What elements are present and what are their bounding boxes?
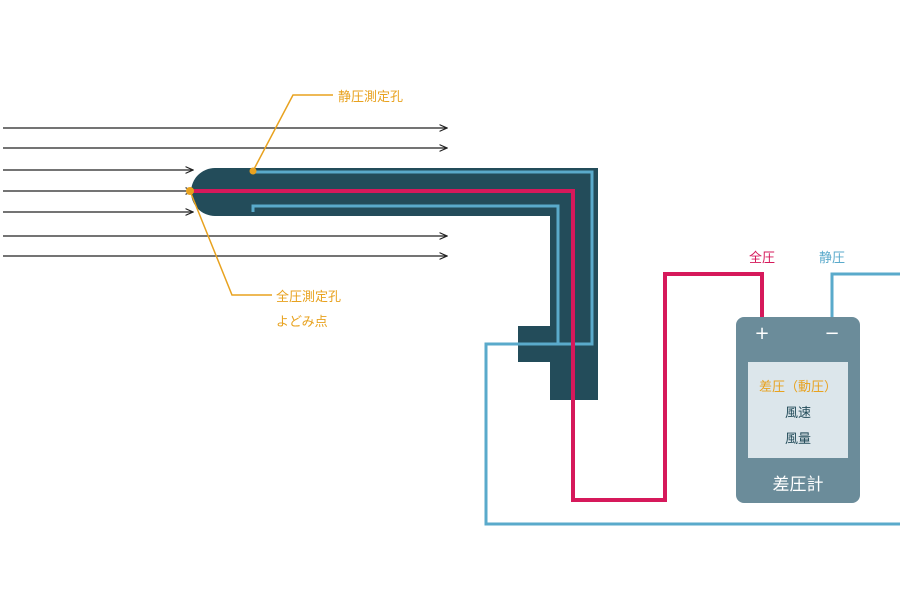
screen-line-differential: 差圧（動圧）	[759, 380, 837, 395]
static-hole-dot	[249, 167, 257, 175]
screen-line-flowrate: 風量	[785, 432, 811, 447]
stagnation-point-label: よどみ点	[276, 315, 328, 330]
total-pressure-line	[190, 189, 764, 502]
total-pressure-port-label: 全圧	[749, 250, 775, 266]
static-pressure-line	[830, 272, 900, 317]
static-hole-annotation: 静圧測定孔	[249, 90, 403, 175]
manometer-screen	[748, 362, 848, 458]
differential-manometer: + − 差圧（動圧） 風速 風量 差圧計	[736, 317, 860, 503]
plus-terminal: +	[754, 323, 769, 344]
pitot-tube	[191, 168, 598, 400]
minus-terminal: −	[824, 323, 839, 344]
static-hole-label: 静圧測定孔	[338, 90, 403, 105]
airflow-arrows	[3, 128, 447, 256]
static-pressure-inner-line-lower	[251, 204, 560, 344]
total-hole-dot	[186, 187, 194, 195]
static-pressure-port-label: 静圧	[819, 251, 845, 266]
screen-line-velocity: 風速	[785, 406, 811, 421]
total-hole-annotation: 全圧測定孔 よどみ点	[186, 187, 341, 330]
manometer-name: 差圧計	[773, 475, 824, 495]
total-hole-label: 全圧測定孔	[276, 289, 341, 305]
